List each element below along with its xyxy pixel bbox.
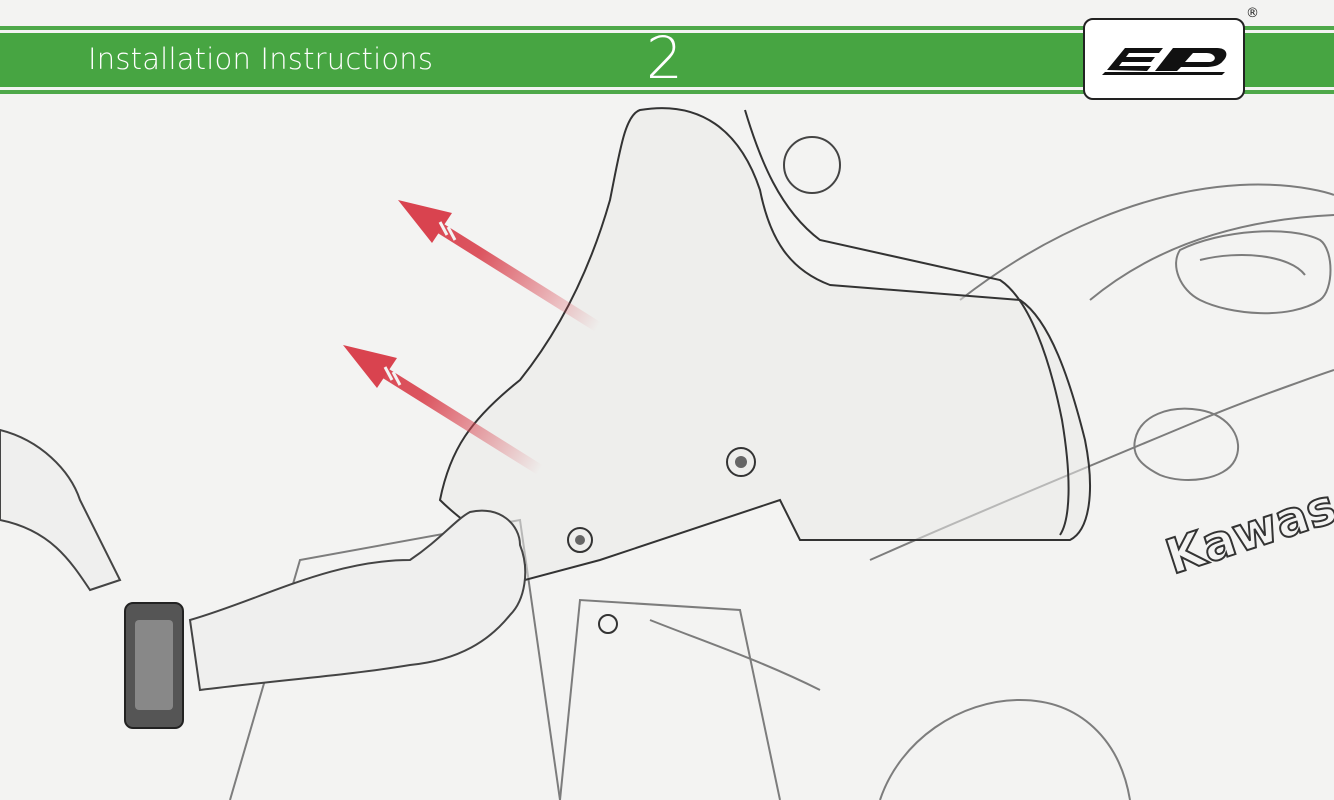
brand-logo <box>1083 18 1245 100</box>
installation-illustration: Kawas <box>0 107 1334 800</box>
banner-top-stripe <box>0 26 1334 30</box>
removal-arrow-upper <box>398 200 601 332</box>
removal-arrow-lower <box>343 345 543 475</box>
mounting-screw <box>726 447 756 477</box>
page-title: Installation Instructions <box>88 42 434 76</box>
mounting-screw <box>567 527 593 553</box>
hands-sketch <box>0 428 527 692</box>
windscreen-sketch <box>438 107 1091 582</box>
fluid-reservoir <box>783 136 841 194</box>
registered-mark: ® <box>1246 6 1259 21</box>
ep-logo-icon <box>1102 48 1227 75</box>
wristwatch-sketch <box>124 602 184 729</box>
banner-bottom-stripe <box>0 90 1334 94</box>
tank-lettering: Kawas <box>1159 478 1334 585</box>
step-number: 2 <box>646 24 683 92</box>
